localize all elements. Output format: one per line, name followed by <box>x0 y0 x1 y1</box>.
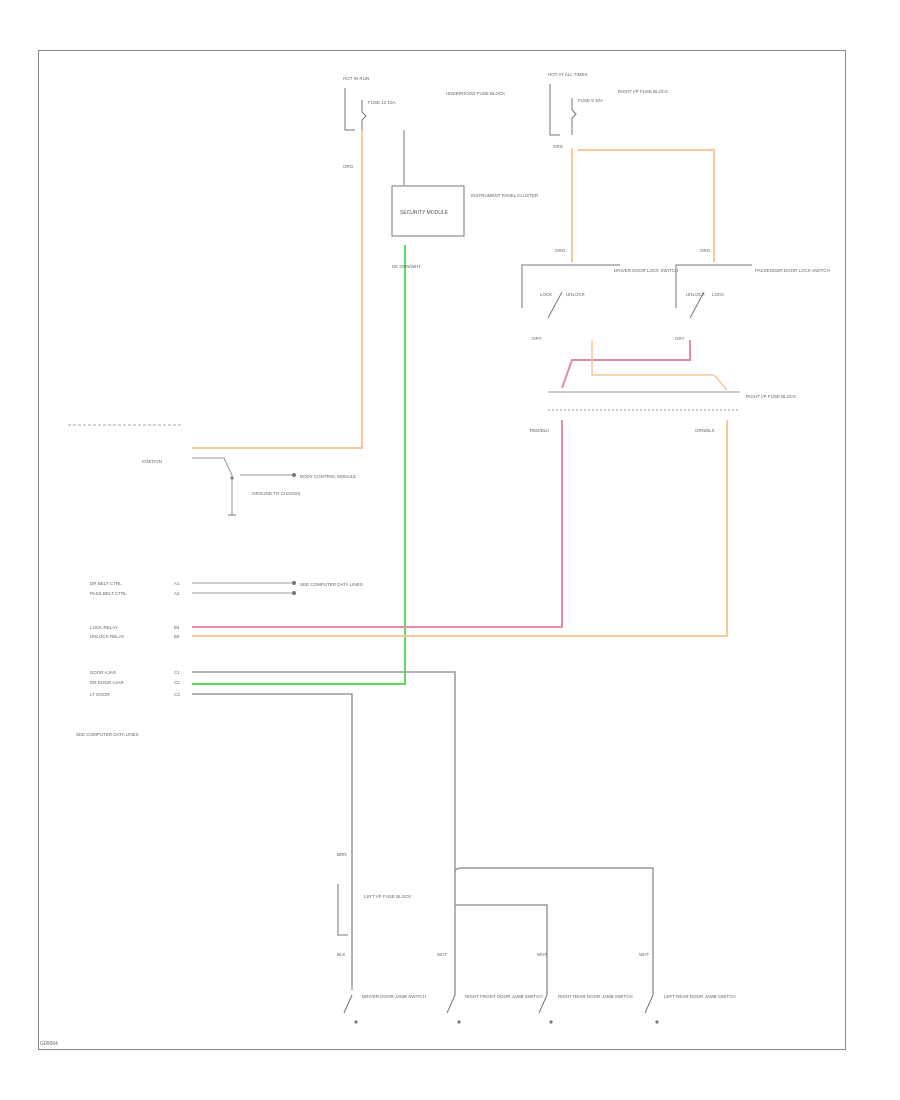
wire-orange-ignition <box>192 130 363 449</box>
driver-door-jamb-switch <box>343 994 358 1024</box>
wire-tag-org-2: ORG <box>553 144 564 149</box>
wire-tag-org-4: ORG <box>700 248 711 253</box>
wire-gray-lt-door <box>192 693 353 990</box>
wire-gray-ground <box>192 457 233 515</box>
passenger-unlock-label: UNLOCK <box>686 292 705 297</box>
bcm-signal-label: DOOR AJAR <box>90 670 117 675</box>
wire-green-security <box>192 245 406 685</box>
pass-belt-terminal <box>292 591 296 595</box>
passenger-lock-label: LOCK <box>712 292 724 297</box>
wire-tag-gry-1: GRY <box>532 336 542 341</box>
instrument-cluster-label: INSTRUMENT PANEL CLUSTER <box>471 193 539 198</box>
wire-orange-switch-unlock <box>591 340 728 391</box>
bcm-label: BODY CONTROL MODULE <box>300 474 356 479</box>
wire-tag-dkgrn: DK GRN/WHT <box>392 264 421 269</box>
passenger-lock-switch-outline <box>675 264 752 308</box>
wire-gray-door-ajar <box>192 671 456 995</box>
wire-pink-lock <box>192 420 563 628</box>
bcm-signal-label: PASS BELT CTRL <box>90 591 127 596</box>
bcm-pin-label: B5 <box>174 634 180 639</box>
bcm-signal-labels: DR BELT CTRL PASS BELT CTRL LOCK RELAY UNLO… <box>90 581 127 697</box>
right-ip-block-label-top: RIGHT I/P FUSE BLOCK <box>618 89 668 94</box>
right-ip-block-label: RIGHT I/P FUSE BLOCK <box>746 394 796 399</box>
bcm-note-label: SEE COMPUTER DATA LINES <box>300 582 363 587</box>
jamb-switch-label: LEFT REAR DOOR JAMB SWITCH <box>664 994 736 999</box>
bcm-signal-label: DR BELT CTRL <box>90 581 122 586</box>
jamb-switch-label: RIGHT REAR DOOR JAMB SWITCH <box>558 994 633 999</box>
bcm-signal-label: DR DOOR AJAR <box>90 680 125 685</box>
hot-run-label: HOT IN RUN <box>343 76 369 81</box>
fuse-12-element <box>361 100 367 130</box>
wire-tag-gry-2: GRY <box>675 336 685 341</box>
fuse-block-12-outline <box>344 88 355 131</box>
diagram-frame <box>38 50 846 1050</box>
wire-orange-top-bridge <box>578 149 715 262</box>
wire-tag-wht-3: WHT <box>639 952 649 957</box>
passenger-lock-switch-label: PASSENGER DOOR LOCK SWITCH <box>755 268 830 273</box>
passenger-lock-switch-contacts <box>689 291 705 319</box>
wire-tag-org-3: ORG <box>555 248 566 253</box>
driver-lock-switch-contacts <box>547 291 563 319</box>
bcm-signal-label: LOCK RELAY <box>90 625 118 630</box>
driver-lock-switch-outline <box>521 264 620 308</box>
security-module-label: SECURITY MODULE <box>400 210 449 216</box>
wire-tag-ornblk: ORN/BLK <box>695 428 715 433</box>
wire-tag-blk: BLK <box>337 952 346 957</box>
wire-pink-switch <box>561 340 691 389</box>
jamb-switch-labels: DRIVER DOOR JAMB SWITCH RIGHT FRONT DOOR … <box>362 994 736 999</box>
ground-to-chassis-label: GROUND TO CHASSIS <box>252 491 300 496</box>
wire-gray-rr <box>455 904 548 995</box>
jamb-switch-label: DRIVER DOOR JAMB SWITCH <box>362 994 426 999</box>
ground-switch-pivot <box>230 476 234 480</box>
fuse-8-label: FUSE 8 10A <box>578 98 603 103</box>
wire-gray-crossover <box>454 867 654 995</box>
driver-lock-label: LOCK <box>540 292 552 297</box>
bcm-pin-label: A2 <box>174 591 180 596</box>
hot-all-label: HOT AT ALL TIMES <box>548 72 588 77</box>
bcm-pin-label: C1 <box>174 670 180 675</box>
underhood-block-label: UNDERHOOD FUSE BLOCK <box>446 91 505 96</box>
splice-label: LEFT I/P FUSE BLOCK <box>364 894 411 899</box>
dr-belt-terminal <box>292 581 296 585</box>
bcm-pin-label: A1 <box>174 581 180 586</box>
diagram-id: G00064 <box>40 1041 58 1047</box>
fuse-block-8-outline <box>549 84 560 136</box>
ignition-label: IGNITION <box>142 459 162 464</box>
bcm-signal-label: LT DOOR <box>90 692 110 697</box>
right-rear-door-jamb-switch <box>538 994 553 1024</box>
driver-lock-switch-label: DRIVER DOOR LOCK SWITCH <box>614 268 678 273</box>
ground-branch-terminal <box>292 473 296 477</box>
splice-outline <box>337 884 348 936</box>
bcm-signal-label: UNLOCK RELAY <box>90 634 124 639</box>
wire-tag-wht-1: WHT <box>437 952 447 957</box>
jamb-switch-label: RIGHT FRONT DOOR JAMB SWITCH <box>465 994 543 999</box>
bcm-pin-label: C2 <box>174 680 180 685</box>
fuse-8-element <box>571 98 577 135</box>
driver-unlock-label: UNLOCK <box>566 292 585 297</box>
right-front-door-jamb-switch <box>446 994 461 1024</box>
bcm-pin-label: B4 <box>174 625 180 630</box>
wire-tag-brn: BRN <box>337 852 347 857</box>
wire-tag-org-1: ORG <box>343 164 354 169</box>
fuse-12-label: FUSE 12 10A <box>368 100 396 105</box>
wire-tag-wht-2: WHT <box>537 952 547 957</box>
security-module-box <box>391 185 465 237</box>
bcm-data-lines-note: SEE COMPUTER DATA LINES <box>76 732 139 737</box>
wire-tag-redblk: RED/BLK <box>530 428 549 433</box>
wire-orange-unlock <box>192 420 728 637</box>
bcm-pin-label: C3 <box>174 692 180 697</box>
left-rear-door-jamb-switch <box>644 994 659 1024</box>
